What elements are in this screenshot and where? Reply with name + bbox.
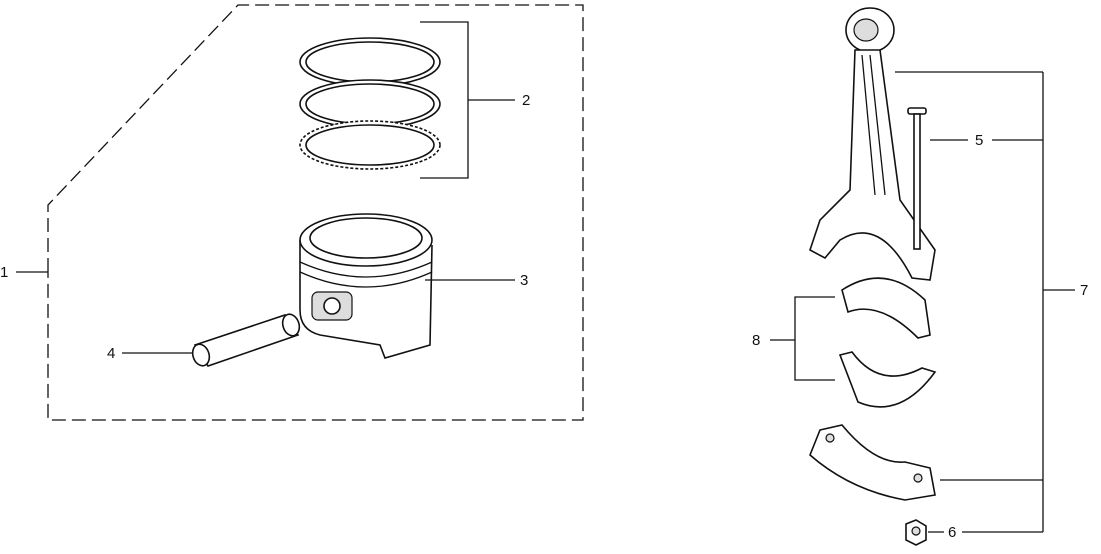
callout-6: 6 xyxy=(948,524,956,541)
callout-2: 2 xyxy=(522,92,530,109)
rod-nut xyxy=(905,519,927,546)
piston-kit-boundary xyxy=(47,4,584,421)
piston xyxy=(299,213,433,359)
bearing-shells xyxy=(838,277,937,408)
callout-7: 7 xyxy=(1080,282,1088,299)
callout-1: 1 xyxy=(0,264,8,281)
ring-bracket xyxy=(420,21,515,179)
piston-pin xyxy=(191,313,301,367)
shell-bracket xyxy=(770,296,835,381)
rod-bolt xyxy=(907,107,927,250)
callout-3: 3 xyxy=(520,272,528,289)
rod-cap xyxy=(809,424,936,501)
callout-5: 5 xyxy=(975,132,983,149)
rod-assembly-bracket xyxy=(1042,72,1075,532)
cap-leader xyxy=(895,71,1043,481)
callout-4: 4 xyxy=(107,345,115,362)
piston-rings xyxy=(299,37,441,170)
connecting-rod xyxy=(809,7,936,281)
callout-8: 8 xyxy=(752,332,760,349)
